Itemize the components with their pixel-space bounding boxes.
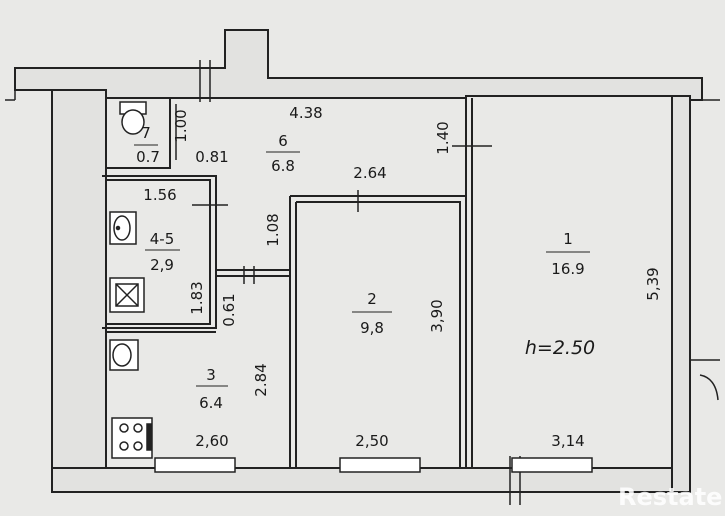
room-1-ceiling-height: h=2.50 (525, 337, 595, 359)
outer-walls (14, 29, 703, 493)
dim-061: 0.61 (220, 293, 238, 326)
room-45-number: 4-5 (150, 230, 175, 248)
bath-sink-fixture (109, 211, 137, 245)
room-3-area: 6.4 (199, 394, 223, 412)
dim-room3-width: 2,60 (195, 432, 228, 450)
room-45-area: 2,9 (150, 256, 174, 274)
dim-room45-width: 1.56 (143, 186, 176, 204)
room-3-number: 3 (206, 366, 216, 384)
toilet-fixture (119, 101, 147, 135)
room-7-number: 7 (141, 124, 151, 142)
door-corridor (243, 266, 255, 284)
room-7-walls (105, 97, 171, 169)
room-1-area: 16.9 (551, 260, 584, 278)
dim-room1-height: 5,39 (644, 267, 662, 300)
room-7-area: 0.7 (136, 148, 160, 166)
room-6-number: 6 (278, 132, 288, 150)
dim-room2-height: 3,90 (428, 299, 446, 332)
shower-fixture (109, 277, 145, 313)
dim-room3-height: 2.84 (252, 363, 270, 396)
windows (154, 457, 593, 473)
room-labels: 7 0.7 6 6.8 4-5 2,9 3 6.4 2 9,8 1 16.9 h… (134, 124, 595, 412)
stove-fixture (111, 417, 153, 459)
interior-walls (102, 97, 473, 468)
wall-right (671, 95, 691, 493)
dim-room45-height: 1.83 (188, 281, 206, 314)
context-lines (5, 68, 720, 401)
window-room2 (339, 457, 421, 473)
wall-room2-top-b (296, 201, 461, 468)
dim-264: 2.64 (353, 164, 386, 182)
window-room1 (511, 457, 593, 473)
room-2-area: 9,8 (360, 319, 384, 337)
room-2-number: 2 (367, 290, 377, 308)
kitchen-sink-fixture (109, 339, 139, 371)
dim-room2-width: 2,50 (355, 432, 388, 450)
dim-room7-height: 1.00 (172, 109, 190, 142)
window-kitchen (154, 457, 236, 473)
dimension-labels: 4.38 1.00 0.81 2.64 1.40 1.56 1.08 1.83 … (143, 104, 662, 450)
room-6-area: 6.8 (271, 157, 295, 175)
wall-left (51, 89, 107, 471)
room-45-walls (105, 179, 211, 325)
dim-108: 1.08 (264, 213, 282, 246)
watermark-logo: Restate (618, 483, 722, 511)
door-7 (199, 60, 211, 102)
room-1-number: 1 (563, 230, 573, 248)
fixtures (109, 101, 153, 459)
wall-top-left (14, 29, 703, 101)
dim-room6-width: 4.38 (289, 104, 322, 122)
wall-45-inner (102, 175, 217, 329)
dim-081: 0.81 (195, 148, 228, 166)
dim-room1-width: 3,14 (551, 432, 584, 450)
dim-140: 1.40 (434, 121, 452, 154)
